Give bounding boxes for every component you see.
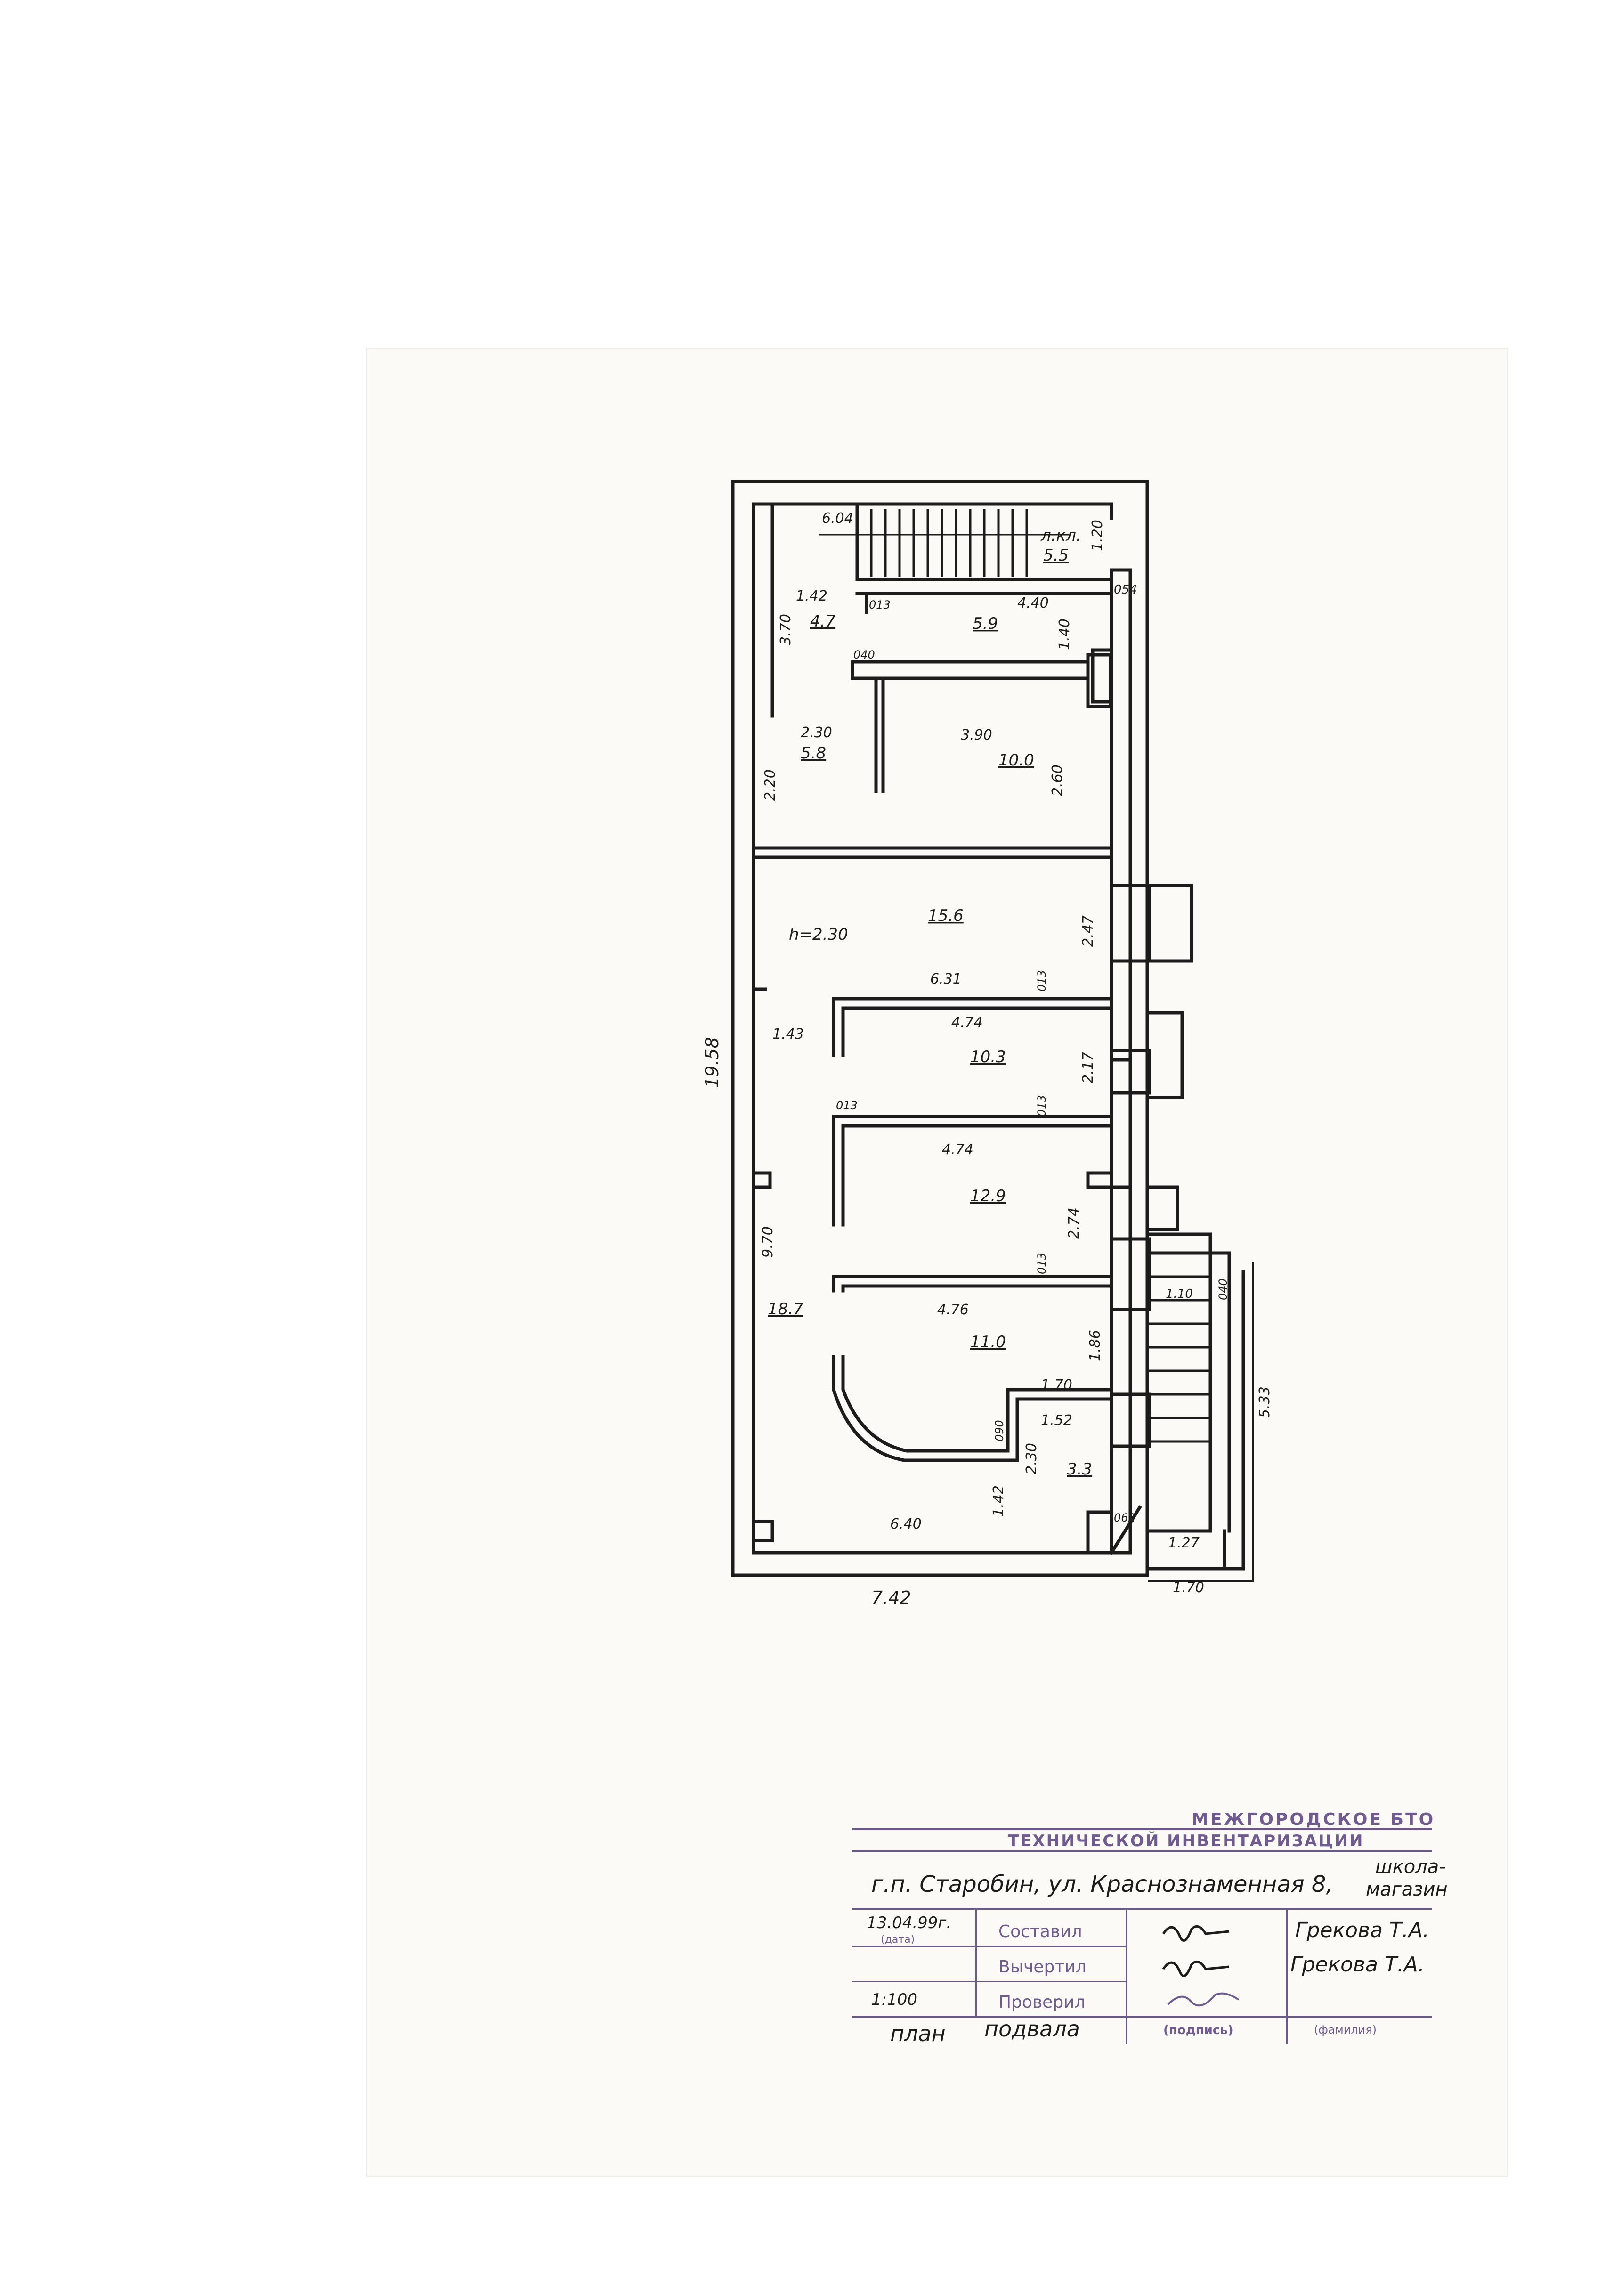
dim-label: 5.33 bbox=[1257, 1386, 1273, 1418]
dim-label: 062 bbox=[1114, 1511, 1135, 1524]
room-area-12-9: 12.9 bbox=[970, 1187, 1006, 1205]
stamp-role-compiled: Составил bbox=[998, 1922, 1082, 1941]
dim-label: 1.42 bbox=[796, 588, 827, 604]
stamp-org-line1: МЕЖГОРОДСКОЕ БТО bbox=[1192, 1810, 1435, 1829]
height-note: h=2.30 bbox=[789, 925, 848, 944]
dim-label: 3.90 bbox=[961, 727, 992, 743]
dim-label: 1.70 bbox=[1173, 1580, 1204, 1596]
dim-label: 4.40 bbox=[1017, 595, 1049, 611]
drawing-title-word2: подвала bbox=[984, 2016, 1080, 2042]
dim-label: 1.10 bbox=[1166, 1287, 1193, 1301]
dim-label: 2.30 bbox=[1023, 1443, 1040, 1474]
room-area-11-0: 11.0 bbox=[970, 1333, 1006, 1352]
stamp-scale: 1:100 bbox=[871, 1990, 917, 2009]
dim-label: 090 bbox=[993, 1420, 1006, 1441]
stamp-name-compiled: Грекова Т.А. bbox=[1295, 1918, 1429, 1942]
stamp-address: г.п. Старобин, ул. Краснознаменная 8, bbox=[871, 1871, 1333, 1897]
drawing-title-word1: план bbox=[890, 2021, 946, 2046]
dim-label: 1.70 bbox=[1041, 1377, 1072, 1393]
stamp-purpose-1: школа- bbox=[1375, 1856, 1446, 1878]
stair-label: л.кл. bbox=[1040, 526, 1081, 545]
room-area-10-0: 10.0 bbox=[998, 751, 1034, 770]
dim-label: 013 bbox=[1035, 970, 1048, 992]
paper-sheet bbox=[367, 349, 1507, 2176]
room-area-18-7: 18.7 bbox=[768, 1300, 803, 1319]
dim-label: 2.60 bbox=[1049, 765, 1066, 796]
title-block-stamp: МЕЖГОРОДСКОЕ БТО ТЕХНИЧЕСКОЙ ИНВЕНТАРИЗА… bbox=[852, 1809, 1448, 2046]
stamp-signature-caption: (подпись) bbox=[1163, 2023, 1233, 2037]
room-area-4-7: 4.7 bbox=[810, 612, 835, 631]
dim-label: 013 bbox=[869, 598, 891, 611]
dim-label: 1.42 bbox=[990, 1485, 1007, 1517]
dim-label: 6.31 bbox=[930, 971, 962, 987]
total-height-dimension: 19.58 bbox=[702, 1037, 722, 1088]
room-area-stair: 5.5 bbox=[1043, 546, 1069, 565]
dim-label: 040 bbox=[1216, 1278, 1230, 1300]
dim-label: 013 bbox=[1035, 1095, 1048, 1116]
dim-label: 4.76 bbox=[937, 1302, 969, 1318]
dim-label: 4.74 bbox=[942, 1141, 973, 1158]
room-area-15-6: 15.6 bbox=[928, 906, 964, 925]
dim-label: 2.30 bbox=[801, 725, 832, 741]
dim-label: 1.43 bbox=[772, 1026, 804, 1042]
dim-label: 013 bbox=[836, 1099, 858, 1112]
dim-label: 054 bbox=[1114, 583, 1137, 597]
room-area-5-9: 5.9 bbox=[973, 614, 998, 633]
stamp-role-checked: Проверил bbox=[998, 1993, 1086, 2012]
signatures bbox=[1162, 1925, 1240, 2007]
stamp-date: 13.04.99г. bbox=[867, 1913, 952, 1932]
dim-label: 2.47 bbox=[1080, 915, 1096, 947]
dim-label: 4.74 bbox=[951, 1014, 983, 1031]
room-area-10-3: 10.3 bbox=[970, 1048, 1006, 1067]
stamp-date-caption: (дата) bbox=[881, 1934, 915, 1946]
dim-label: 040 bbox=[853, 648, 875, 661]
dim-label: 6.40 bbox=[890, 1516, 922, 1532]
stamp-role-drawn: Вычертил bbox=[998, 1957, 1087, 1977]
stamp-name-drawn: Грекова Т.А. bbox=[1290, 1953, 1425, 1977]
dim-label: 1.52 bbox=[1041, 1412, 1072, 1429]
dim-label: 2.74 bbox=[1066, 1207, 1082, 1239]
dim-label: 1.27 bbox=[1168, 1535, 1200, 1551]
stamp-purpose-2: магазин bbox=[1366, 1879, 1448, 1900]
stamp-name-caption: (фамилия) bbox=[1314, 2023, 1377, 2036]
dim-label: 1.20 bbox=[1089, 520, 1106, 551]
dim-label: 013 bbox=[1035, 1253, 1048, 1274]
dim-label: 2.20 bbox=[762, 769, 779, 801]
dim-label: 6.04 bbox=[822, 510, 853, 527]
dim-label: 1.40 bbox=[1056, 619, 1073, 650]
dim-label: 9.70 bbox=[760, 1226, 776, 1258]
stamp-org-line2: ТЕХНИЧЕСКОЙ ИНВЕНТАРИЗАЦИИ bbox=[1008, 1832, 1364, 1850]
dim-label: 3.70 bbox=[778, 614, 794, 645]
dim-label: 2.17 bbox=[1080, 1052, 1096, 1083]
outer-wall-outline bbox=[731, 480, 1149, 1577]
room-area-3-3: 3.3 bbox=[1067, 1460, 1092, 1479]
dim-label: 1.86 bbox=[1087, 1330, 1103, 1361]
total-width-dimension: 7.42 bbox=[871, 1588, 911, 1608]
room-area-5-8: 5.8 bbox=[801, 744, 826, 763]
